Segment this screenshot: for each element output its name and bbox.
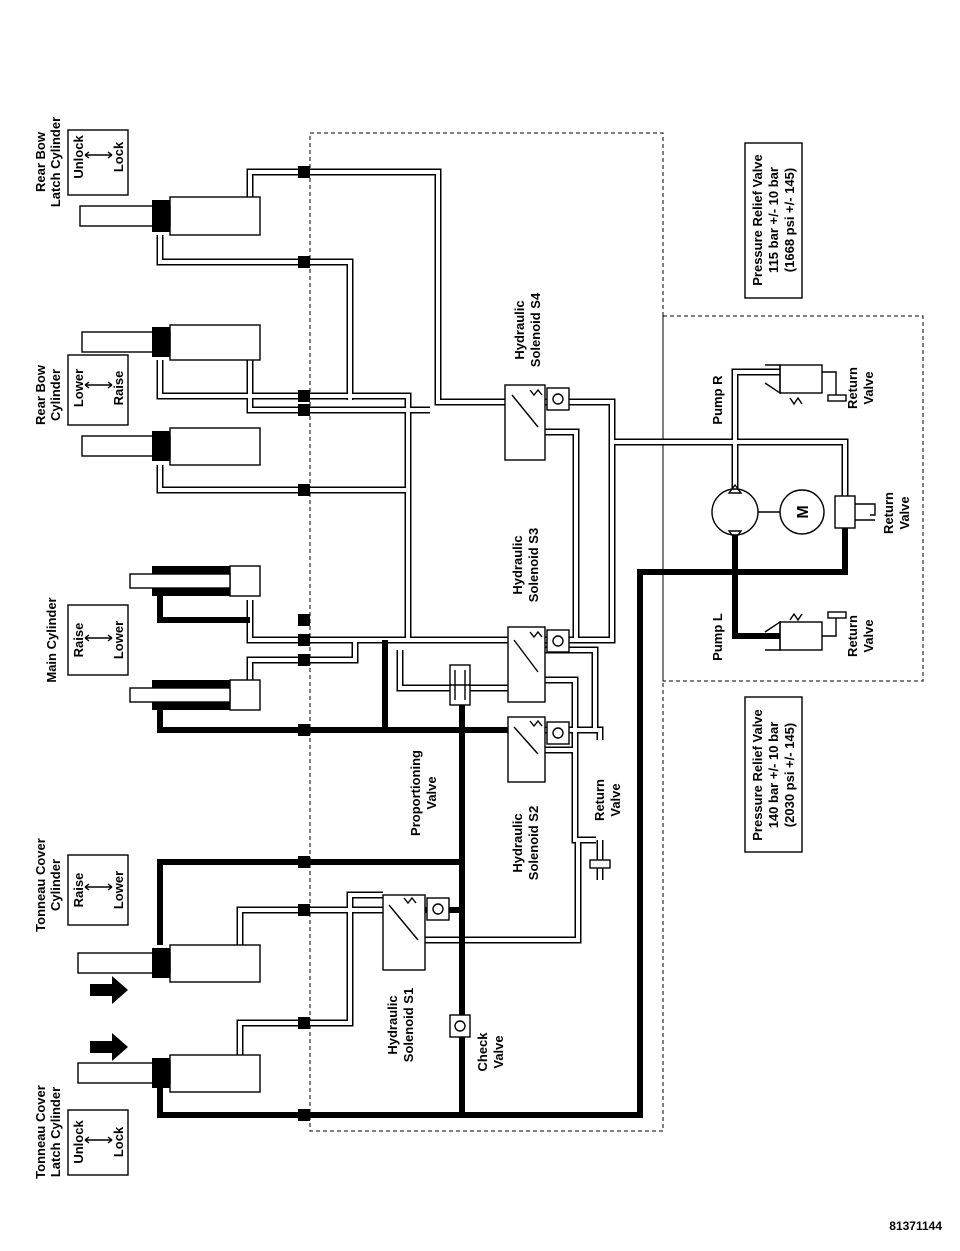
rear-bow-a: Lower: [71, 369, 86, 407]
check-valve-label-1: Check: [475, 1032, 490, 1072]
check-valve-label-2: Valve: [491, 1035, 506, 1068]
relief-valve-top-box: [744, 142, 803, 299]
tonneau-latch-legend: [67, 1109, 129, 1176]
tonneau-cover-legend: [67, 854, 129, 926]
return-valve-l-label-2: Valve: [861, 619, 876, 652]
solenoid-s2: [507, 716, 570, 783]
solenoid-s3-label-2: Solenoid S3: [526, 528, 541, 602]
return-valve-mid-label-1: Return: [592, 779, 607, 821]
rear-bow-title-2: Cylinder: [48, 369, 63, 421]
return-valve-l: [764, 611, 847, 651]
hydraulic-manifold-boundary: [309, 132, 664, 1132]
rear-bow-latch-cylinder: [79, 196, 261, 236]
rear-bow-title-1: Rear Bow: [33, 364, 48, 425]
return-valve-r-label-1: Return: [845, 367, 860, 409]
proportioning-valve-label-2: Valve: [424, 776, 439, 809]
tonneau-latch-title-2: Latch Cylinder: [48, 1087, 63, 1177]
tonneau-cover-a: Raise: [71, 873, 86, 908]
proportioning-valve-label-1: Proportioning: [408, 750, 423, 836]
solenoid-s2-label-1: Hydraulic: [510, 813, 525, 872]
relief-bottom-label-3: (2030 psi +/- 145): [782, 723, 797, 827]
relief-valve-bottom-box: [744, 696, 803, 853]
pump-r-label: Pump R: [710, 375, 725, 425]
pump-module-boundary: [662, 315, 924, 682]
rear-bow-cylinder-lower: [81, 427, 261, 466]
main-cylinder-title: Main Cylinder: [44, 597, 59, 682]
relief-top-label-1: Pressure Relief Valve: [750, 154, 765, 286]
solenoid-s4-label-1: Hydraulic: [512, 300, 527, 359]
pressure-lines-inner: [158, 170, 847, 1055]
direction-arrow-icon: [90, 976, 128, 1061]
motor-icon: [779, 489, 825, 535]
main-cylinder-a: Raise: [71, 623, 86, 658]
rear-bow-b: Raise: [111, 371, 126, 406]
solenoid-s3-label-1: Hydraulic: [510, 535, 525, 594]
main-cylinder-b: Lower: [111, 621, 126, 659]
figure-id: 81371144: [889, 1219, 942, 1233]
tonneau-cover-b: Lower: [111, 871, 126, 909]
solenoid-s1-label-2: Solenoid S1: [401, 988, 416, 1062]
return-valve-m-label-2: Valve: [897, 496, 912, 529]
tonneau-latch-cylinder: [77, 1054, 261, 1093]
return-valve-m-label-1: Return: [881, 492, 896, 534]
motor-label: M: [795, 505, 812, 518]
rear-bow-latch-b: Lock: [111, 141, 126, 172]
solenoid-s2-label-2: Solenoid S2: [526, 806, 541, 880]
return-valve-l-label-1: Return: [845, 615, 860, 657]
manifold-ports: [298, 166, 310, 1121]
check-valve: [449, 1014, 471, 1038]
relief-top-label-3: (1668 psi +/- 145): [782, 168, 797, 272]
tonneau-cover-title-2: Cylinder: [48, 859, 63, 911]
return-valve-r: [764, 364, 847, 406]
return-valve-r-label-2: Valve: [861, 371, 876, 404]
solenoid-s3: [507, 626, 570, 703]
relief-bottom-label-1: Pressure Relief Valve: [750, 709, 765, 841]
solenoid-s4: [504, 384, 570, 461]
relief-bottom-label-2: 140 bar +/- 10 bar: [766, 722, 781, 829]
rear-bow-latch-legend: [67, 129, 129, 196]
main-return-lines: [157, 520, 848, 1118]
main-cylinder-upper: [129, 565, 261, 597]
relief-top-label-2: 115 bar +/- 10 bar: [766, 167, 781, 273]
tonneau-cover-title-1: Tonneau Cover: [33, 838, 48, 932]
tonneau-cover-cylinder: [77, 944, 261, 983]
solenoid-s4-label-2: Solenoid S4: [528, 292, 543, 367]
proportioning-valve: [449, 664, 471, 706]
solenoid-s1-label-1: Hydraulic: [385, 995, 400, 1054]
tonneau-latch-a: Unlock: [71, 1120, 86, 1164]
return-valve-mid-label-2: Valve: [608, 783, 623, 816]
rear-bow-latch-a: Unlock: [71, 135, 86, 179]
return-valve-mid: [589, 840, 611, 880]
rear-bow-legend: [67, 354, 129, 426]
pressure-lines: [156, 168, 849, 1055]
rear-bow-latch-title-2: Latch Cylinder: [48, 117, 63, 207]
legend-arrow-icon: [84, 151, 113, 1144]
rear-bow-latch-title-1: Rear Bow: [33, 131, 48, 192]
tonneau-latch-title-1: Tonneau Cover: [33, 1085, 48, 1179]
main-cylinder-legend: [67, 604, 129, 676]
solenoid-s1: [382, 894, 450, 971]
rear-bow-cylinder-upper: [81, 324, 261, 361]
main-cylinder-lower: [129, 679, 261, 711]
tonneau-latch-b: Lock: [111, 1126, 126, 1157]
pump-module: [711, 483, 876, 541]
pump-l-label: Pump L: [710, 613, 725, 661]
